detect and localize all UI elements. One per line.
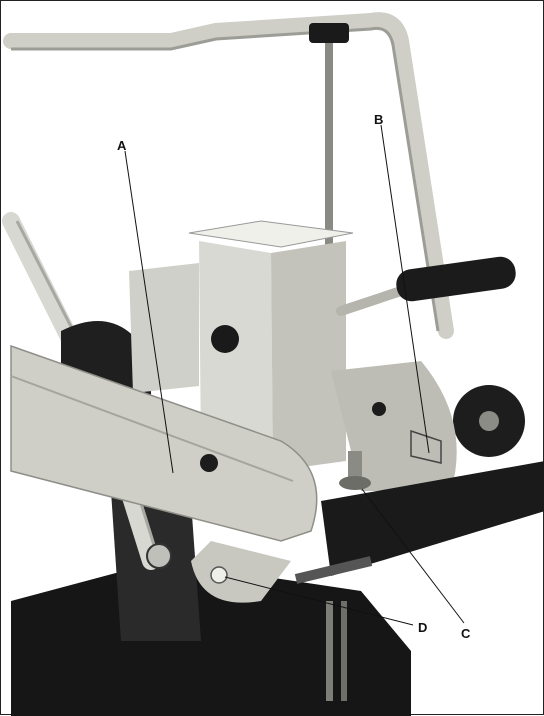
callout-c: C — [461, 626, 471, 641]
vertical-rod — [325, 41, 333, 311]
leader-d — [224, 576, 414, 626]
base-platform — [11, 561, 411, 716]
hopper-top — [188, 220, 354, 248]
leader-a — [124, 150, 174, 474]
callout-d: D — [418, 620, 428, 635]
center-post-collar — [339, 476, 371, 490]
callout-b: B — [374, 112, 384, 127]
bracket — [410, 429, 442, 464]
hopper-knob — [211, 325, 239, 353]
handle-grip — [396, 256, 516, 302]
callout-a: A — [117, 138, 127, 153]
handle-bar — [3, 12, 454, 339]
hopper-side — [271, 241, 346, 471]
leader-b — [380, 124, 430, 454]
bottom-bolt — [326, 601, 333, 701]
hopper-front — [199, 241, 273, 471]
front-plate-edge — [10, 375, 294, 482]
plate-bolt-2 — [372, 402, 386, 416]
front-plate — [10, 344, 318, 542]
rod-knob — [309, 23, 349, 43]
handle-bar-shadow — [11, 26, 440, 332]
pivot-bolt — [146, 543, 172, 569]
right-track — [321, 461, 544, 576]
right-wheel-hub — [479, 411, 499, 431]
leader-c — [361, 488, 465, 624]
side-handle — [336, 286, 406, 316]
center-post — [348, 451, 362, 481]
rear-box — [129, 263, 199, 393]
shaft — [294, 556, 373, 584]
bottom-bolt-2 — [341, 601, 347, 701]
disk-hole — [210, 566, 228, 584]
plate-bolt — [200, 454, 218, 472]
